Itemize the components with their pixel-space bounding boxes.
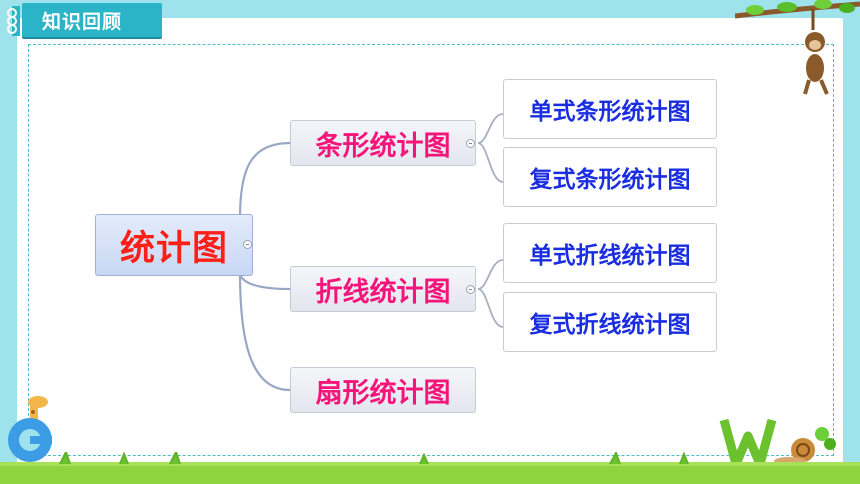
section-title-tab: 知识回顾 <box>22 3 162 37</box>
branch-node-line-chart[interactable]: 折线统计图 <box>290 266 476 312</box>
leaf-node[interactable]: 单式条形统计图 <box>503 79 717 139</box>
dashed-border <box>28 44 834 456</box>
branch-collapse-toggle[interactable] <box>466 285 475 294</box>
branch-label: 扇形统计图 <box>315 377 451 409</box>
root-label: 统计图 <box>119 228 228 269</box>
leaf-label: 复式条形统计图 <box>529 167 691 193</box>
grass-strip <box>0 452 860 484</box>
leaf-node[interactable]: 复式折线统计图 <box>503 292 717 352</box>
branch-collapse-toggle[interactable] <box>466 139 475 148</box>
root-node[interactable]: 统计图 <box>95 214 253 276</box>
letter-w-snail-icon <box>719 418 836 469</box>
branch-node-bar-chart[interactable]: 条形统计图 <box>290 120 476 166</box>
leaf-label: 单式条形统计图 <box>529 99 691 125</box>
leaf-node[interactable]: 复式条形统计图 <box>503 147 717 207</box>
root-collapse-toggle[interactable] <box>243 240 252 249</box>
monkey-on-branch-icon <box>735 0 860 95</box>
branch-node-pie-chart[interactable]: 扇形统计图 <box>290 367 476 413</box>
giraffe-letter-icon <box>8 396 52 462</box>
section-title: 知识回顾 <box>42 11 123 33</box>
leaf-label: 复式折线统计图 <box>529 312 691 338</box>
leaf-label: 单式折线统计图 <box>529 243 691 269</box>
leaf-node[interactable]: 单式折线统计图 <box>503 223 717 283</box>
binder-spiral-icon <box>7 6 20 36</box>
branch-label: 折线统计图 <box>315 276 451 308</box>
branch-label: 条形统计图 <box>315 130 451 162</box>
